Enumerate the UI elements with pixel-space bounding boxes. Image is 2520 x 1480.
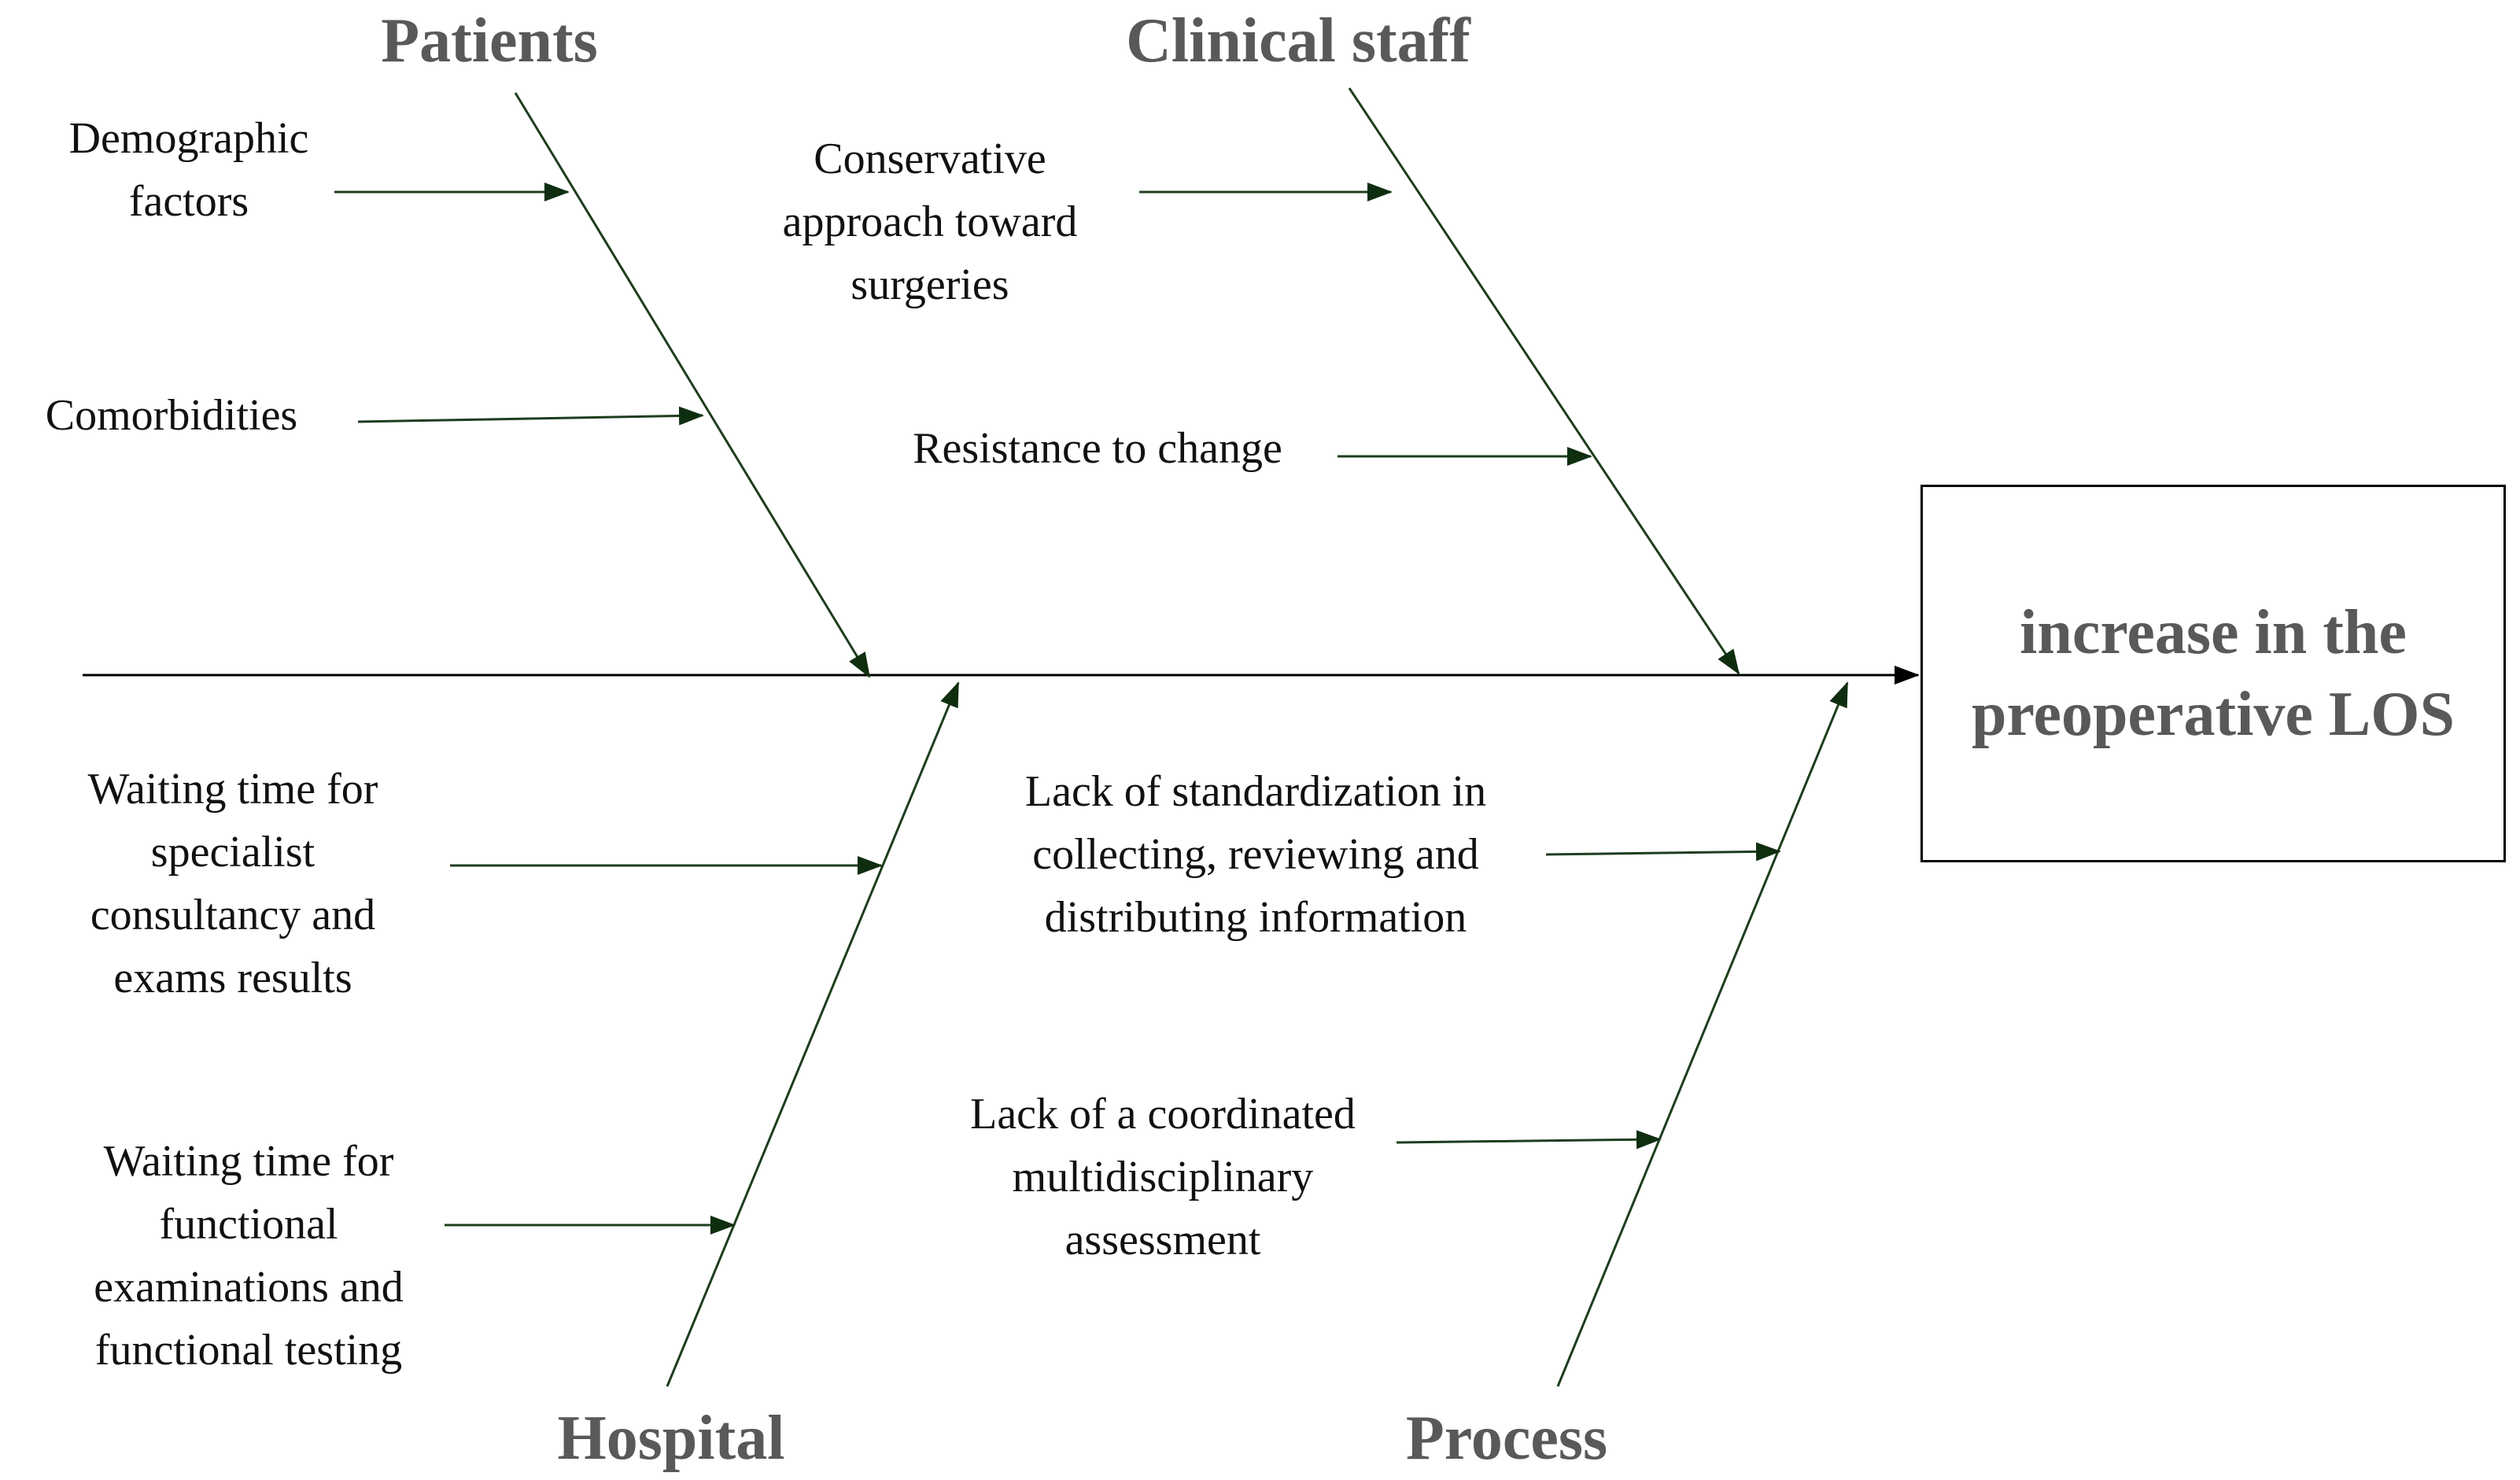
arrow-coordinated xyxy=(1396,1130,1662,1150)
cause-comorbidities: Comorbidities xyxy=(45,391,298,440)
effect-label-line-1: increase in the xyxy=(2020,598,2407,667)
bone-patients xyxy=(514,92,871,678)
cause-lack-of-coordinated-assessment: Lack of a coordinated multidisciplinary … xyxy=(970,1090,1356,1264)
cause-demographic-factors: Demographic factors xyxy=(68,114,309,226)
category-process: Process xyxy=(1405,1404,1608,1473)
bone-process xyxy=(1556,681,1849,1387)
effect-box: increase in the preoperative LOS xyxy=(1920,485,2506,862)
cause-conservative-approach: Conservative approach toward surgeries xyxy=(782,135,1078,309)
cause-waiting-functional: Waiting time for functional examinations… xyxy=(94,1137,404,1375)
effect-label-line-2: preoperative LOS xyxy=(1971,680,2455,749)
cause-lack-of-standardization: Lack of standardization in collecting, r… xyxy=(1024,767,1487,942)
category-patients: Patients xyxy=(381,6,598,76)
bone-clinical-staff xyxy=(1348,87,1740,675)
arrow-comorbidities xyxy=(357,406,704,426)
bone-hospital xyxy=(666,681,960,1387)
cause-resistance-to-change: Resistance to change xyxy=(913,424,1282,473)
arrow-standardization xyxy=(1545,842,1781,862)
cause-waiting-specialist: Waiting time for specialist consultancy … xyxy=(87,765,378,1002)
category-hospital: Hospital xyxy=(557,1404,785,1473)
category-clinical-staff: Clinical staff xyxy=(1126,6,1470,76)
